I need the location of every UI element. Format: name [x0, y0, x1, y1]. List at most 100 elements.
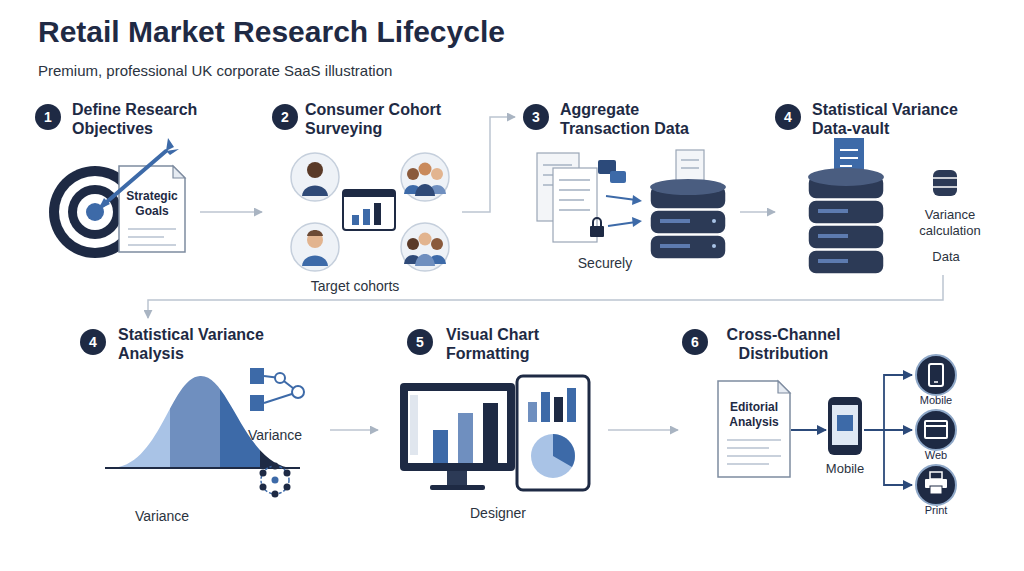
- variance-network-icon: [275, 373, 285, 383]
- caption-label: Data: [916, 249, 976, 265]
- caption-label: Securely: [565, 255, 645, 273]
- chart-tablet: [517, 376, 589, 490]
- data-vault-server: [840, 165, 852, 167]
- chart-tablet: [531, 434, 575, 478]
- step-heading: Statistical Variance Analysis: [118, 325, 303, 363]
- channel-icons: [925, 425, 947, 427]
- channel-icons: [930, 486, 942, 494]
- cohort-avatars: [291, 223, 339, 271]
- designer-monitor: [433, 430, 448, 463]
- variance-network-icon: [261, 466, 289, 494]
- target-arrow: [98, 198, 110, 210]
- designer-monitor: [483, 403, 498, 463]
- chart-tablet: [567, 388, 576, 422]
- node-label: Mobile: [904, 394, 968, 407]
- node-label: Editorial Analysis: [721, 400, 787, 430]
- variance-network-icon: [284, 484, 291, 491]
- survey-monitor: [343, 190, 395, 230]
- caption-label: Target cohorts: [295, 278, 415, 296]
- receipt-icons: [593, 218, 601, 226]
- cohort-avatars: [401, 223, 449, 271]
- flow-arrow: [791, 429, 826, 431]
- step-column: 4Statistical Variance Data-vault: [775, 100, 995, 275]
- chart-tablet: [554, 397, 563, 422]
- designer-monitor: [410, 395, 418, 455]
- step-column: 2Consumer Cohort Surveying: [262, 100, 462, 295]
- document-fold: [778, 381, 790, 393]
- flow-arrow: [864, 430, 912, 485]
- receipt-icons: [606, 196, 636, 200]
- server-stack: [712, 244, 716, 248]
- receipt-icons: [559, 189, 590, 191]
- caption-label: Variance calculation: [908, 207, 992, 240]
- survey-monitor: [363, 209, 370, 225]
- chart-tablet: [541, 392, 550, 422]
- channel-circle: Web: [912, 409, 960, 463]
- phone-screen: [832, 405, 858, 445]
- designer-monitor: [400, 383, 515, 490]
- flow-arrow: [330, 429, 378, 431]
- document-fold: [173, 166, 185, 178]
- document-line: [727, 447, 769, 449]
- data-vault-server: [818, 259, 848, 263]
- step-heading: Visual Chart Formatting: [446, 325, 586, 363]
- document-line: [727, 439, 781, 441]
- channel-circle: Print: [912, 464, 960, 518]
- step-column: 1Define Research ObjectivesStrategic Goa…: [30, 100, 200, 270]
- variance-network-icon: [284, 470, 291, 477]
- server-stack: [650, 179, 726, 195]
- channel-icons: [925, 364, 947, 494]
- survey-monitor: [352, 215, 359, 225]
- step-number: 5: [407, 329, 433, 355]
- receipt-icons: [681, 167, 699, 169]
- target-arrow: [102, 151, 166, 206]
- step-heading: Cross-Channel Distribution: [716, 325, 851, 363]
- channel-icons: [925, 479, 947, 488]
- server-stack: [650, 179, 726, 259]
- data-vault-server: [933, 170, 957, 196]
- flow-arrow: [148, 275, 943, 318]
- bell-curve: [105, 360, 300, 470]
- receipt-icons: [559, 179, 590, 181]
- step-heading: Consumer Cohort Surveying: [305, 100, 455, 138]
- variance-network-icon: [272, 477, 279, 484]
- channel-icons: [934, 381, 938, 383]
- cohort-avatars: [419, 233, 432, 246]
- channel-icons: [929, 364, 943, 386]
- document-outline: [718, 381, 790, 477]
- step-number: 4: [80, 329, 106, 355]
- cohort-avatars: [302, 256, 328, 267]
- designer-monitor: [430, 485, 485, 490]
- step-number: 1: [35, 104, 61, 130]
- survey-monitor: [343, 190, 395, 230]
- document-line: [128, 228, 176, 230]
- channel-icons: [930, 472, 942, 479]
- bell-curve: [170, 360, 220, 470]
- channel-circle-shape: [916, 410, 956, 450]
- channel-circle-shape: [916, 465, 956, 505]
- cohort-avatars: [415, 254, 435, 266]
- designer-monitor: [408, 391, 507, 463]
- step-column: 3Aggregate Transaction Data: [515, 100, 740, 275]
- connector-group: [148, 117, 943, 485]
- flow-arrow: [608, 429, 678, 431]
- receipt-icons: [632, 217, 642, 227]
- receipt-icons: [610, 171, 626, 183]
- step-heading: Aggregate Transaction Data: [560, 100, 710, 138]
- cohort-avatars: [407, 168, 419, 180]
- variance-network-icon: [272, 463, 279, 470]
- phone-node: Mobile: [826, 397, 864, 477]
- step-column: 5 Visual Chart Formatting: [378, 318, 608, 518]
- document-outline: [119, 166, 185, 252]
- receipt-icons: [681, 159, 699, 161]
- target-icon: [86, 203, 104, 221]
- chart-tablet: [517, 376, 589, 490]
- flow-arrow: [740, 211, 775, 213]
- data-vault-server: [818, 234, 848, 238]
- bell-curve: [110, 360, 300, 470]
- variance-network-icon: [260, 484, 267, 491]
- data-vault-server: [818, 209, 848, 213]
